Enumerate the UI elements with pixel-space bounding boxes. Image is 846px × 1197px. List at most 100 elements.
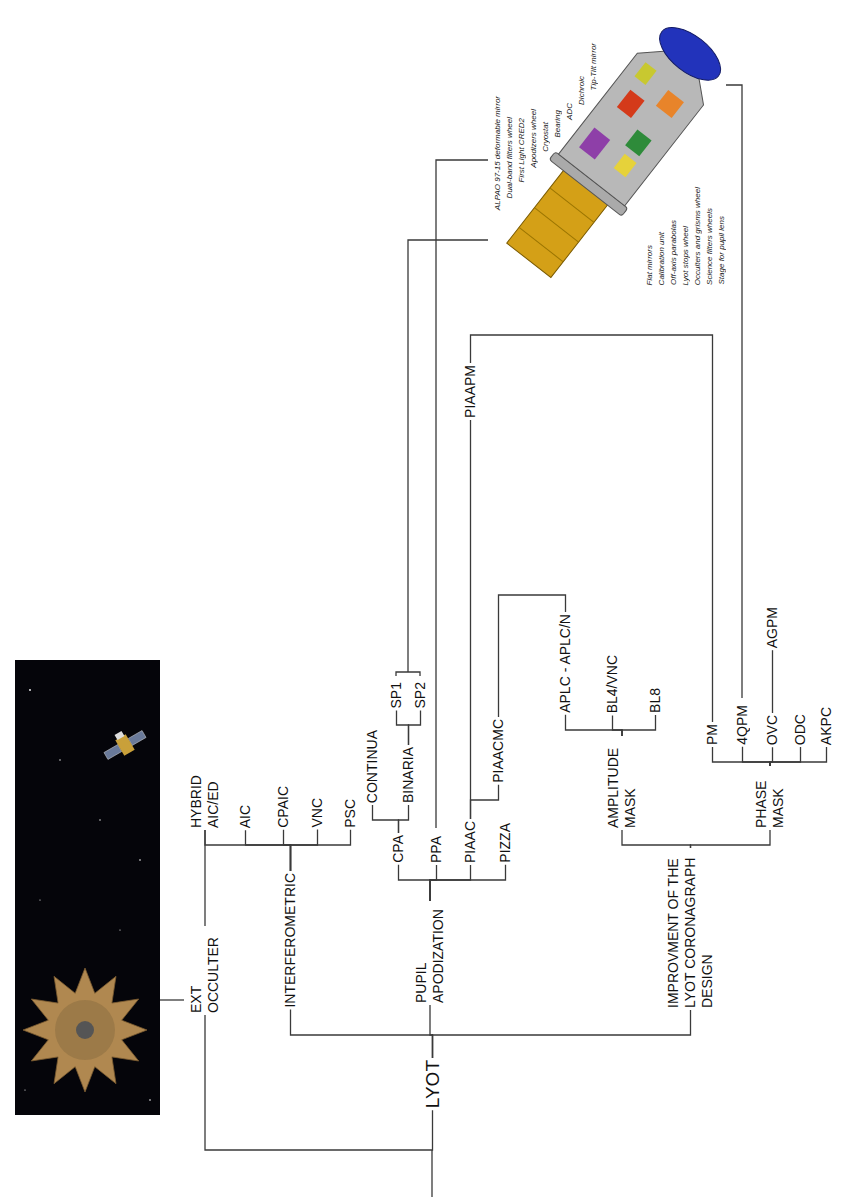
dichroic xyxy=(651,18,730,91)
connector xyxy=(205,830,291,871)
connector xyxy=(622,715,656,736)
connector xyxy=(430,865,471,901)
node-text: AGPM xyxy=(764,607,781,648)
tree-node: SP1 xyxy=(386,680,407,710)
wheel xyxy=(617,90,645,118)
tree-node: PIAACMC xyxy=(488,717,509,785)
leader-line xyxy=(726,85,742,698)
tree-node: INTERFEROMETRIC xyxy=(280,871,301,1010)
stars xyxy=(24,689,150,1101)
part-label: Bearing xyxy=(553,110,563,138)
node-text: CPA xyxy=(390,835,407,863)
part-label: Dual-band filters wheel xyxy=(505,117,515,198)
tree-node: AMPLITUDE MASK xyxy=(603,736,641,830)
node-text: PIAAC xyxy=(462,821,479,863)
connector xyxy=(743,747,771,766)
node-text: CPAIC xyxy=(275,786,292,828)
node-text: APLC - APLC/N xyxy=(557,614,574,713)
node-text: AKPC xyxy=(818,707,835,745)
leader-line xyxy=(160,999,184,1000)
star xyxy=(139,859,141,861)
connector xyxy=(399,805,409,833)
tree-node: CPA xyxy=(388,833,409,865)
node-text: PHASE MASK xyxy=(753,768,787,828)
tree-node: VNC xyxy=(307,796,328,830)
part-label: ADC xyxy=(565,103,575,120)
starshade-core xyxy=(55,1000,115,1060)
connector xyxy=(713,747,771,766)
connector xyxy=(430,865,437,901)
tree-node: PSC xyxy=(340,797,361,830)
node-text: BL4/VNC xyxy=(604,655,621,713)
tree-node: CONTINUA xyxy=(362,728,383,805)
part-label: Dichroic xyxy=(577,76,587,105)
connector xyxy=(399,865,431,901)
leader-line xyxy=(408,240,488,672)
part-label: First Light CRED2 xyxy=(517,118,527,182)
tree-node: EXT OCCULTER xyxy=(186,926,224,1015)
part-label: Flat mirrors xyxy=(645,245,655,285)
tree-node: PIAAPM xyxy=(460,363,481,420)
part-label: Occulters and grisms wheel xyxy=(693,187,703,285)
part-label: Calibration unit xyxy=(657,232,667,285)
star xyxy=(24,1089,25,1090)
leader-line xyxy=(436,160,488,828)
connector xyxy=(613,715,623,736)
node-text: PSC xyxy=(342,799,359,828)
part-label: Science filters wheels xyxy=(705,208,715,285)
tree-node: PHASE MASK xyxy=(751,766,789,830)
tree-node: PIZZA xyxy=(495,821,516,865)
starshade-hub xyxy=(76,1021,94,1039)
tree-node: IMPROVMENT OF THE LYOT CORONAGRAPH DESIG… xyxy=(663,848,718,1010)
tree-node: AKPC xyxy=(816,705,837,747)
connector xyxy=(691,830,771,848)
tree-node: CPAIC xyxy=(273,784,294,830)
tree-node: 4QPM xyxy=(732,703,753,747)
tree-node: OVC xyxy=(762,713,783,747)
wheel xyxy=(614,154,637,177)
tree-node: BL4/VNC xyxy=(602,653,623,715)
node-text: VNC xyxy=(309,798,326,828)
connector xyxy=(291,830,351,871)
node-text: AMPLITUDE MASK xyxy=(605,738,639,828)
node-text: ODC xyxy=(792,714,809,745)
part-label: Apodizers wheel xyxy=(529,109,539,168)
tree-node: PUPIL APODIZATION xyxy=(411,901,449,1005)
connector xyxy=(566,715,623,736)
node-text: 4QPM xyxy=(734,705,751,745)
instrument-drawing xyxy=(493,11,738,288)
mirror xyxy=(634,62,656,85)
node-text: PPA xyxy=(428,836,445,863)
node-text: SP1 xyxy=(388,682,405,708)
tree-node: LYOT xyxy=(419,1058,446,1110)
node-text: PUPIL APODIZATION xyxy=(413,903,447,1003)
connector xyxy=(471,785,499,819)
cryostat-band xyxy=(534,208,578,242)
node-text: IMPROVMENT OF THE LYOT CORONAGRAPH DESIG… xyxy=(665,850,716,1008)
star xyxy=(59,759,60,760)
tree-node: BINARIA xyxy=(398,745,419,805)
node-text: OVC xyxy=(764,715,781,745)
part-label: Off-axis parabolas xyxy=(669,220,679,285)
connector xyxy=(470,420,471,819)
star xyxy=(99,819,100,820)
tree-node: SP2 xyxy=(410,680,431,710)
telescope xyxy=(99,722,149,764)
connector xyxy=(291,1010,433,1058)
tree-node: PPA xyxy=(426,834,447,865)
wheel xyxy=(579,128,610,160)
node-text: PIAACMC xyxy=(490,719,507,783)
node-text: BL8 xyxy=(647,688,664,713)
connector xyxy=(291,830,318,871)
starshade xyxy=(23,968,147,1092)
node-text: BINARIA xyxy=(400,747,417,803)
tree-node: HYBRID AIC/ED xyxy=(186,766,224,830)
part-label: Cryostat xyxy=(541,122,551,152)
leader-lines xyxy=(160,85,742,1197)
tree-node: ODC xyxy=(790,712,811,747)
camera xyxy=(625,129,651,156)
connector xyxy=(499,595,566,717)
